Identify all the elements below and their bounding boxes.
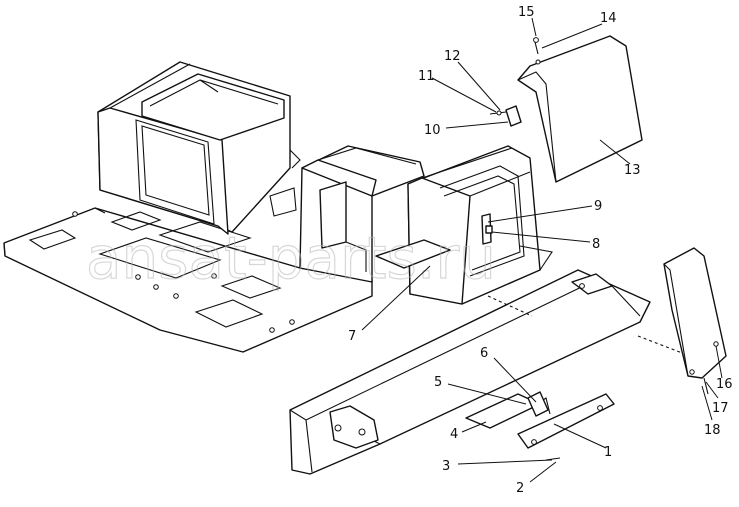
callout-4: 4 [450, 427, 458, 442]
callout-17: 17 [712, 401, 729, 416]
callout-7: 7 [348, 329, 356, 344]
part-16-panel [663, 247, 727, 395]
callout-16: 16 [716, 377, 733, 392]
callout-15: 15 [518, 5, 535, 20]
callout-6: 6 [480, 346, 488, 361]
callout-1: 1 [604, 445, 612, 460]
part-14-15-screw [533, 37, 539, 55]
leader-lines [361, 17, 723, 483]
callout-13: 13 [624, 163, 641, 178]
callout-9: 9 [594, 199, 602, 214]
callout-18: 18 [704, 423, 721, 438]
callout-5: 5 [434, 375, 442, 390]
callout-3: 3 [442, 459, 450, 474]
callout-14: 14 [600, 11, 617, 26]
callout-10: 10 [424, 123, 441, 138]
lower-beam [289, 269, 691, 475]
callout-labels: 1 2 3 4 5 6 7 8 9 10 11 12 13 14 15 16 1… [348, 5, 733, 496]
watermark-text: ansat-parts.ru [86, 224, 496, 292]
callout-12: 12 [444, 49, 461, 64]
part-13-panel [517, 35, 643, 183]
part-8-9-bracket [481, 213, 493, 245]
callout-8: 8 [592, 237, 600, 252]
callout-2: 2 [516, 481, 524, 496]
floor-frame [3, 61, 425, 353]
callout-11: 11 [418, 69, 435, 84]
part-10-12-hinge [489, 105, 522, 127]
